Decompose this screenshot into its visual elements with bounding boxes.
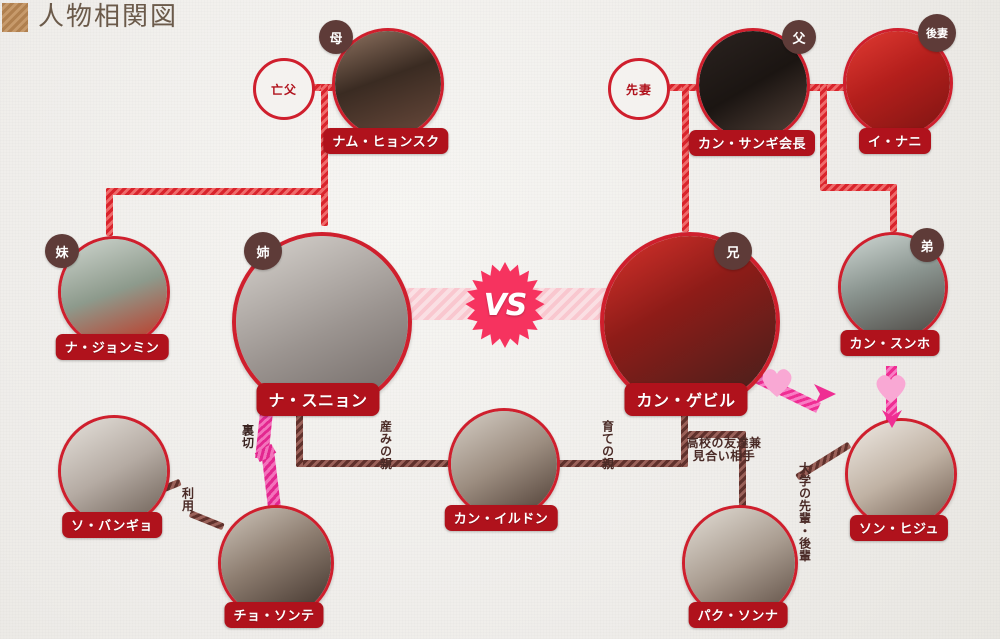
circle-label-sensai-text: 先妻: [625, 82, 652, 97]
avatar-kan-irudon[interactable]: [448, 408, 560, 520]
avatar-image-kan-gebiru: [604, 236, 776, 408]
name-label-kan-gebiru: カン・ゲビル: [624, 383, 748, 416]
role-badge-older-sister: 姉: [244, 232, 282, 270]
avatar-nam-hyonsuku[interactable]: [332, 28, 444, 140]
relation-label-university: 大学の先輩・後輩: [797, 462, 812, 562]
name-label-i-nani: イ・ナニ: [858, 128, 932, 154]
line-foster-parent-stub: [681, 405, 688, 467]
avatar-image-cho-sonte: [221, 508, 331, 618]
role-badge-second-wife: 後妻: [918, 14, 956, 52]
relation-label-highschool-line1: 高校の友達兼: [686, 436, 762, 450]
line-gebiru-to-sonna-down: [739, 431, 746, 518]
circle-label-sensai: 先妻: [608, 58, 670, 120]
name-label-son-hiju: ソン・ヒジュ: [849, 515, 949, 541]
role-badge-older-brother-text: 兄: [726, 245, 740, 261]
relation-label-betrayal: 裏切: [240, 424, 255, 449]
title-marker-icon: [2, 2, 28, 32]
avatar-image-paku-sonna: [685, 508, 795, 618]
role-badge-father: 父: [782, 20, 816, 54]
line-sensai-to-father: [663, 84, 725, 91]
line-foster-parent: [556, 460, 688, 467]
role-badge-older-sister-text: 姉: [256, 245, 270, 261]
role-badge-younger-sister: 妹: [45, 234, 79, 268]
page-title: 人物相関図: [2, 2, 178, 32]
avatar-na-jonmin[interactable]: [58, 236, 170, 348]
heart-icon-sunho: [876, 375, 906, 403]
line-sensai-down: [682, 84, 689, 232]
name-label-na-sunyon: ナ・スニョン: [256, 383, 380, 416]
name-label-kan-irudon: カン・イルドン: [444, 505, 558, 531]
relation-label-exploit: 利用: [180, 487, 195, 512]
circle-label-bofu-text: 亡父: [270, 82, 297, 97]
line-gebiru-to-sonna: [688, 431, 746, 438]
avatar-image-kan-irudon: [451, 411, 557, 517]
starburst-icon: [465, 262, 545, 348]
vs-badge: VS: [462, 262, 548, 348]
role-badge-younger-brother: 弟: [910, 228, 944, 262]
line-inani-down-1: [820, 84, 827, 190]
heart-icon-gebiru: [762, 369, 792, 397]
name-label-nam-hyonsuku: ナム・ヒョンスク: [323, 128, 449, 154]
page-title-text: 人物相関図: [38, 2, 179, 32]
avatar-son-hiju[interactable]: [845, 418, 957, 530]
role-badge-mother: 母: [319, 20, 353, 54]
role-badge-mother-text: 母: [329, 31, 343, 47]
avatar-so-bangyo[interactable]: [58, 415, 170, 527]
avatar-image-na-jonmin: [61, 239, 167, 345]
avatar-paku-sonna[interactable]: [682, 505, 798, 621]
name-label-kan-sangi: カン・サンギ会長: [688, 130, 816, 156]
arrowhead-sunho: [882, 410, 902, 428]
avatar-kan-gebiru[interactable]: [600, 232, 780, 412]
role-badge-younger-brother-text: 弟: [920, 239, 934, 255]
name-label-cho-sonte: チョ・ソンテ: [224, 602, 324, 628]
circle-label-bofu: 亡父: [253, 58, 315, 120]
line-bangyo-sonte-b: [188, 510, 225, 531]
avatar-image-so-bangyo: [61, 418, 167, 524]
line-mother-bus: [106, 188, 328, 195]
avatar-image-son-hiju: [848, 421, 954, 527]
name-label-kan-sunho: カン・スンホ: [840, 330, 940, 356]
role-badge-older-brother: 兄: [714, 232, 752, 270]
vs-label: VS: [483, 287, 528, 323]
line-mother-down: [321, 84, 328, 226]
line-birth-parent: [296, 460, 452, 467]
arrowhead-gebiru: [814, 384, 836, 404]
relation-label-highschool-line2: 見合い相手: [692, 449, 756, 464]
name-label-so-bangyo: ソ・バンギョ: [62, 512, 162, 538]
avatar-image-nam-hyonsuku: [335, 31, 441, 137]
role-badge-father-text: 父: [792, 31, 806, 47]
line-birth-parent-stub: [296, 405, 303, 467]
name-label-paku-sonna: パク・ソンナ: [688, 602, 788, 628]
line-inani-down-2: [890, 184, 897, 232]
role-badge-younger-sister-text: 妹: [55, 245, 69, 261]
line-inani-right: [820, 184, 897, 191]
relation-label-foster-parent: 育ての親: [600, 420, 615, 470]
line-down-to-jonmin: [106, 188, 113, 236]
relation-label-birth-parent: 産みの親: [378, 420, 393, 470]
relation-label-highschool: 高校の友達兼 見合い相手: [668, 436, 780, 464]
name-label-na-jonmin: ナ・ジョンミン: [55, 334, 169, 360]
role-badge-second-wife-text: 後妻: [926, 27, 948, 40]
